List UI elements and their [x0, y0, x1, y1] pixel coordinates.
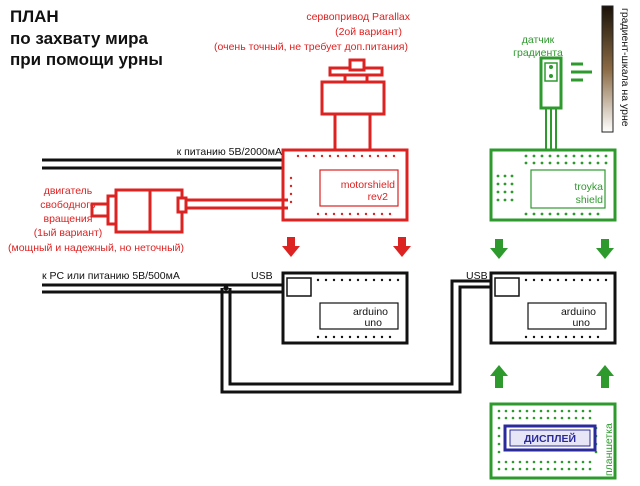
sensor-photodiode: [549, 74, 553, 78]
arduino-left-chip: [319, 302, 399, 330]
usb-label-left: USB: [251, 270, 273, 282]
motor-label-line-1: двигатель: [44, 185, 93, 197]
breadboard-label: планшетка: [603, 423, 615, 476]
plan-title: ПЛАН по захвату мира при помощи урны: [10, 7, 163, 69]
gradient-scale-label: градиент-шкала на урне: [619, 8, 631, 127]
arduino-right-chip: [527, 302, 607, 330]
motor-note: (мощный и надежный, но неточный): [8, 242, 184, 254]
usb-label-right: USB: [466, 270, 488, 282]
title-line-3: при помощи урны: [10, 50, 163, 69]
green-arrow-up-right: [596, 365, 614, 388]
troyka-chip: [530, 169, 606, 209]
motor-label-line-3: вращения: [44, 213, 93, 225]
green-arrows-down: [490, 239, 614, 259]
green-arrow-up-left: [490, 365, 508, 388]
green-arrows-up: [490, 365, 614, 388]
troyka-label-line-1: troyka: [574, 181, 603, 193]
gradient-scale-bar: [601, 5, 614, 133]
red-arrow-down-left: [282, 237, 300, 257]
servo-motor: [320, 58, 386, 156]
dc-motor: [90, 188, 288, 234]
motorshield-chip: [319, 169, 399, 207]
title-line-2: по захвату мира: [10, 29, 149, 48]
motor-label-line-2: свободного: [40, 199, 96, 211]
motorshield-board: motorshield rev2: [281, 148, 409, 222]
power-wire-2000-label: к питанию 5В/2000мА: [177, 146, 282, 158]
motor-variant: (1ый вариант): [34, 227, 103, 239]
title-line-1: ПЛАН: [10, 7, 59, 26]
arduino-right-usb-port: [494, 277, 520, 297]
motorshield-label-line-1: motorshield: [341, 179, 395, 191]
motorshield-outline: [281, 148, 409, 222]
red-arrows: [282, 237, 411, 257]
breadboard: ДИСПЛЕЙ планшетка: [489, 402, 617, 480]
pc-power-wire-label: к PC или питанию 5В/500мА: [42, 270, 180, 282]
display-screen: [509, 429, 591, 447]
arduino-left-header-dots: [316, 278, 400, 339]
green-arrow-down-left: [490, 239, 508, 259]
breadboard-holes: [497, 409, 598, 471]
sensor-pins: [545, 108, 557, 156]
usb-link-wire: [220, 279, 492, 394]
green-arrow-down-right: [596, 239, 614, 259]
arduino-left-usb-port: [286, 277, 312, 297]
troyka-pin-dots: [496, 154, 608, 216]
motorshield-label-line-2: rev2: [368, 191, 389, 203]
arduino-uno-right: arduino uno: [489, 271, 617, 345]
gradient-sensor: датчик градиента: [513, 34, 592, 156]
sensor-label-line-2: градиента: [513, 47, 563, 59]
servo-note: (очень точный, не требует доп.питания): [214, 41, 408, 53]
motor-labels: двигатель свободного вращения (1ый вариа…: [8, 185, 184, 254]
display-label: ДИСПЛЕЙ: [524, 432, 576, 445]
arduino-right-label-line-1: arduino: [561, 306, 596, 318]
arduino-left-label-line-2: uno: [364, 317, 382, 329]
sensor-label-line-1: датчик: [522, 34, 555, 46]
sensor-signal-waves: [571, 62, 592, 82]
servo-title: сервопривод Parallax: [306, 11, 410, 23]
servo-shaft-top: [348, 58, 366, 72]
arduino-left-label-line-1: arduino: [353, 306, 388, 318]
red-arrow-down-right: [393, 237, 411, 257]
power-wire-2000: [42, 158, 288, 170]
servo-body: [320, 80, 386, 116]
sensor-led: [549, 65, 553, 69]
sensor-optics: [544, 62, 558, 82]
motorshield-header-dots: [289, 154, 396, 216]
arduino-left-outline: [281, 271, 409, 345]
arduino-uno-left: arduino uno: [281, 271, 409, 345]
pc-power-wire: [42, 283, 288, 294]
servo-labels: сервопривод Parallax (2ой вариант) (очен…: [214, 11, 411, 53]
motor-terminal: [176, 196, 188, 214]
troyka-shield-board: troyka shield: [489, 148, 617, 222]
arduino-right-label-line-2: uno: [572, 317, 590, 329]
arduino-right-header-dots: [524, 278, 608, 339]
servo-variant: (2ой вариант): [335, 26, 402, 38]
troyka-label-line-2: shield: [576, 194, 604, 206]
